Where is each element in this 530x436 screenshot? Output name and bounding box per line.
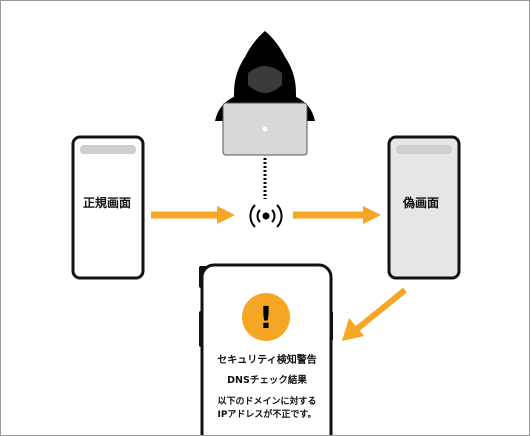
wireless-signal-icon [249, 204, 283, 228]
fake-phone-speaker-bar [396, 145, 452, 154]
legit-phone [71, 135, 145, 280]
exclamation-warning-icon: ! [242, 293, 290, 341]
warning-phone [199, 263, 333, 435]
laptop-icon [222, 102, 308, 156]
warning-message: 以下のドメインに対する IPアドレスが不正です。 [202, 396, 332, 422]
legit-screen-label: 正規画面 [82, 196, 131, 210]
dns-check-result-label: DNSチェック結果 [227, 375, 307, 386]
arrow-legit-to-signal [151, 206, 235, 224]
warning-message-line-1: 以下のドメインに対する [217, 397, 317, 407]
security-alert-title: セキュリティ検知警告 [217, 355, 317, 366]
arrow-fake-to-warning [342, 287, 407, 341]
arrow-signal-to-fake [293, 206, 381, 224]
svg-text:!: ! [259, 301, 273, 336]
fake-screen-label: 偽画面 [402, 196, 439, 210]
warning-message-line-2: IPアドレスが不正です。 [217, 410, 317, 420]
legit-phone-speaker-bar [80, 145, 136, 154]
fake-phone [387, 135, 461, 280]
